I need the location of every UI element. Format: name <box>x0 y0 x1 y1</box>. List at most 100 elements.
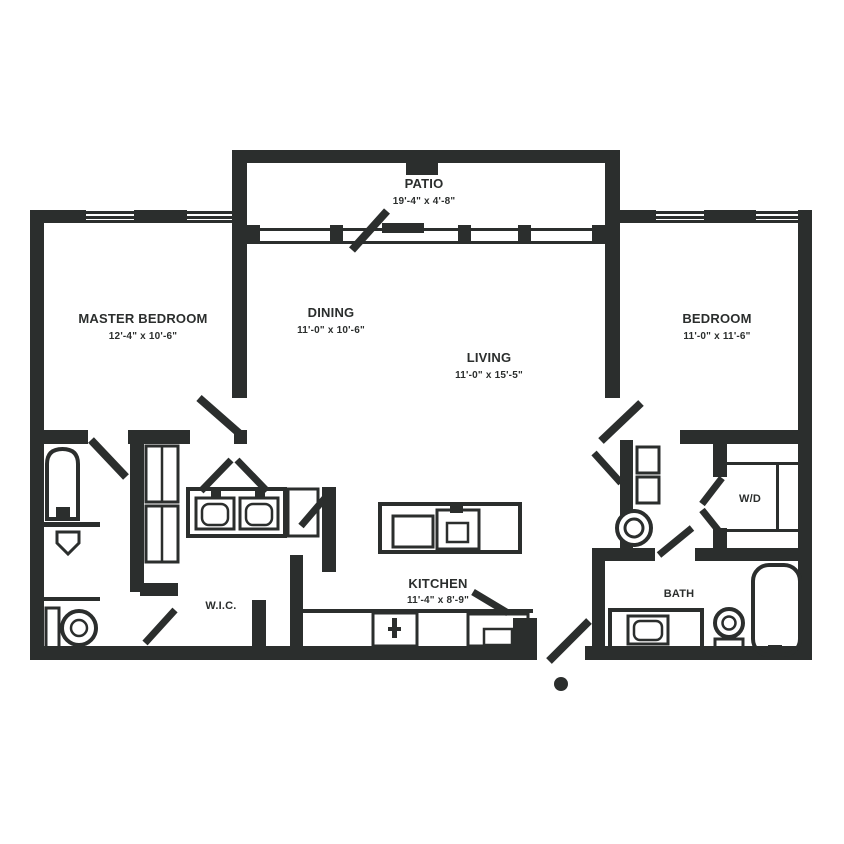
wall-patio-left <box>232 163 247 250</box>
kitchen-label: KITCHEN <box>408 576 467 591</box>
windows <box>86 211 804 244</box>
fixtures <box>44 444 802 657</box>
sink-vanity-right <box>238 496 280 531</box>
door-bath <box>656 525 695 558</box>
bathtub-2 <box>751 563 802 657</box>
door-master-bath <box>88 437 129 480</box>
wall-left-wing-top-2 <box>134 210 187 223</box>
wall-wd-stub-top <box>713 444 727 477</box>
window-master-1 <box>86 211 134 223</box>
door-vanity-double-right <box>234 457 270 494</box>
washer-drum-inner <box>623 517 645 539</box>
door-wd-double-top <box>699 475 725 507</box>
wall-master-partition <box>232 250 247 398</box>
kitchen-island <box>378 502 522 554</box>
door-patio <box>349 208 390 253</box>
wall-bedroom-partition <box>605 250 620 398</box>
wall-master-bottom-2 <box>128 430 190 444</box>
wic-label: W.I.C. <box>205 600 236 612</box>
mullion <box>330 225 343 244</box>
counter-edge <box>303 609 533 613</box>
bedroom-dims: 11'-0" x 11'-6" <box>683 331 750 342</box>
wall-closet-stub <box>140 583 178 596</box>
bath-label: BATH <box>664 588 695 600</box>
mullion <box>518 225 531 244</box>
utility-shelf-1 <box>635 445 661 475</box>
toilet-master-tank <box>44 606 61 650</box>
toilet-master-bowl-inner <box>69 618 89 638</box>
mullion <box>247 225 260 244</box>
room-labels: PATIO 19'-4" x 4'-8" MASTER BEDROOM 12'-… <box>78 176 761 612</box>
mullion <box>458 225 471 244</box>
bathtub-master-faucet <box>56 507 70 518</box>
wall-bath2-top-1 <box>605 548 655 561</box>
wd-label: W/D <box>739 493 761 505</box>
utility-shelf-2 <box>635 475 661 505</box>
wall-entry-stub <box>513 618 537 660</box>
door-bedroom <box>598 400 644 444</box>
wall-bath-closet <box>130 444 144 592</box>
vanity-bath2 <box>608 608 704 650</box>
wall-right-wing-top-1 <box>620 210 656 223</box>
wall-wic-stub <box>252 600 266 646</box>
bathtub-master <box>45 446 80 521</box>
kitchen-counter <box>303 609 533 648</box>
door-hall <box>298 495 328 529</box>
door-wic <box>142 607 178 646</box>
toilet-bath2-bowl-inner <box>721 615 737 631</box>
patio-glass-wall <box>247 223 605 244</box>
doors <box>88 208 725 691</box>
living-label: LIVING <box>467 350 512 365</box>
window-bedroom-1 <box>656 211 704 223</box>
utility-closet <box>615 445 661 547</box>
master-bedroom-label: MASTER BEDROOM <box>78 311 207 326</box>
wall-bedroom-bottom <box>680 430 812 444</box>
mullion <box>592 225 605 244</box>
washer-drum <box>615 509 653 547</box>
wall-bath2-left <box>592 548 605 660</box>
sink-bath2 <box>626 614 670 646</box>
island-faucet <box>450 503 463 513</box>
door-vanity-double-left <box>198 457 234 494</box>
wall-outer-bottom-left <box>30 646 537 660</box>
wall-right-wing-top-2 <box>704 210 756 223</box>
vanity-counter-master <box>44 522 100 527</box>
faucet-right <box>255 491 265 497</box>
master-bedroom-dims: 12'-4" x 10'-6" <box>109 331 177 342</box>
door-wd-double-bottom <box>699 507 725 538</box>
faucet-left <box>211 491 221 497</box>
wall-vanity-right <box>322 487 336 572</box>
toilet-bath2-base <box>713 637 745 652</box>
toilet-bath2-bowl <box>713 607 745 639</box>
toilet-master-bowl <box>60 609 98 647</box>
bathtub-2-faucet <box>768 645 782 654</box>
door-utility <box>591 450 624 486</box>
door-entry <box>546 618 592 664</box>
wall-left-wing-top-3 <box>234 210 247 223</box>
dishwasher <box>391 514 435 549</box>
double-vanity <box>186 487 287 538</box>
kitchen-dims: 11'-4" x 8'-9" <box>407 595 469 606</box>
bath-2 <box>608 563 802 657</box>
wall-patio-column <box>406 163 438 175</box>
wall-kitchen-left <box>290 555 303 646</box>
wall-bath2-top-2 <box>695 548 812 561</box>
wd-closet-interior <box>727 462 799 532</box>
patio-dims: 19'-4" x 4'-8" <box>393 196 456 207</box>
wall-master-bottom-1 <box>30 430 88 444</box>
sliding-door-panel <box>382 223 424 233</box>
sink-vanity-left <box>194 496 236 531</box>
window-master-2 <box>187 211 234 223</box>
walls <box>30 150 812 660</box>
dining-label: DINING <box>308 305 355 320</box>
toilet-partition-line <box>44 597 100 601</box>
living-dims: 11'-0" x 15'-5" <box>455 370 523 381</box>
door-master-bedroom <box>196 394 243 438</box>
wall-patio-right <box>605 163 620 250</box>
cabinet <box>286 487 320 538</box>
wall-patio-top <box>232 150 620 163</box>
kitchen-sink <box>371 611 419 648</box>
sink-master <box>55 530 81 557</box>
